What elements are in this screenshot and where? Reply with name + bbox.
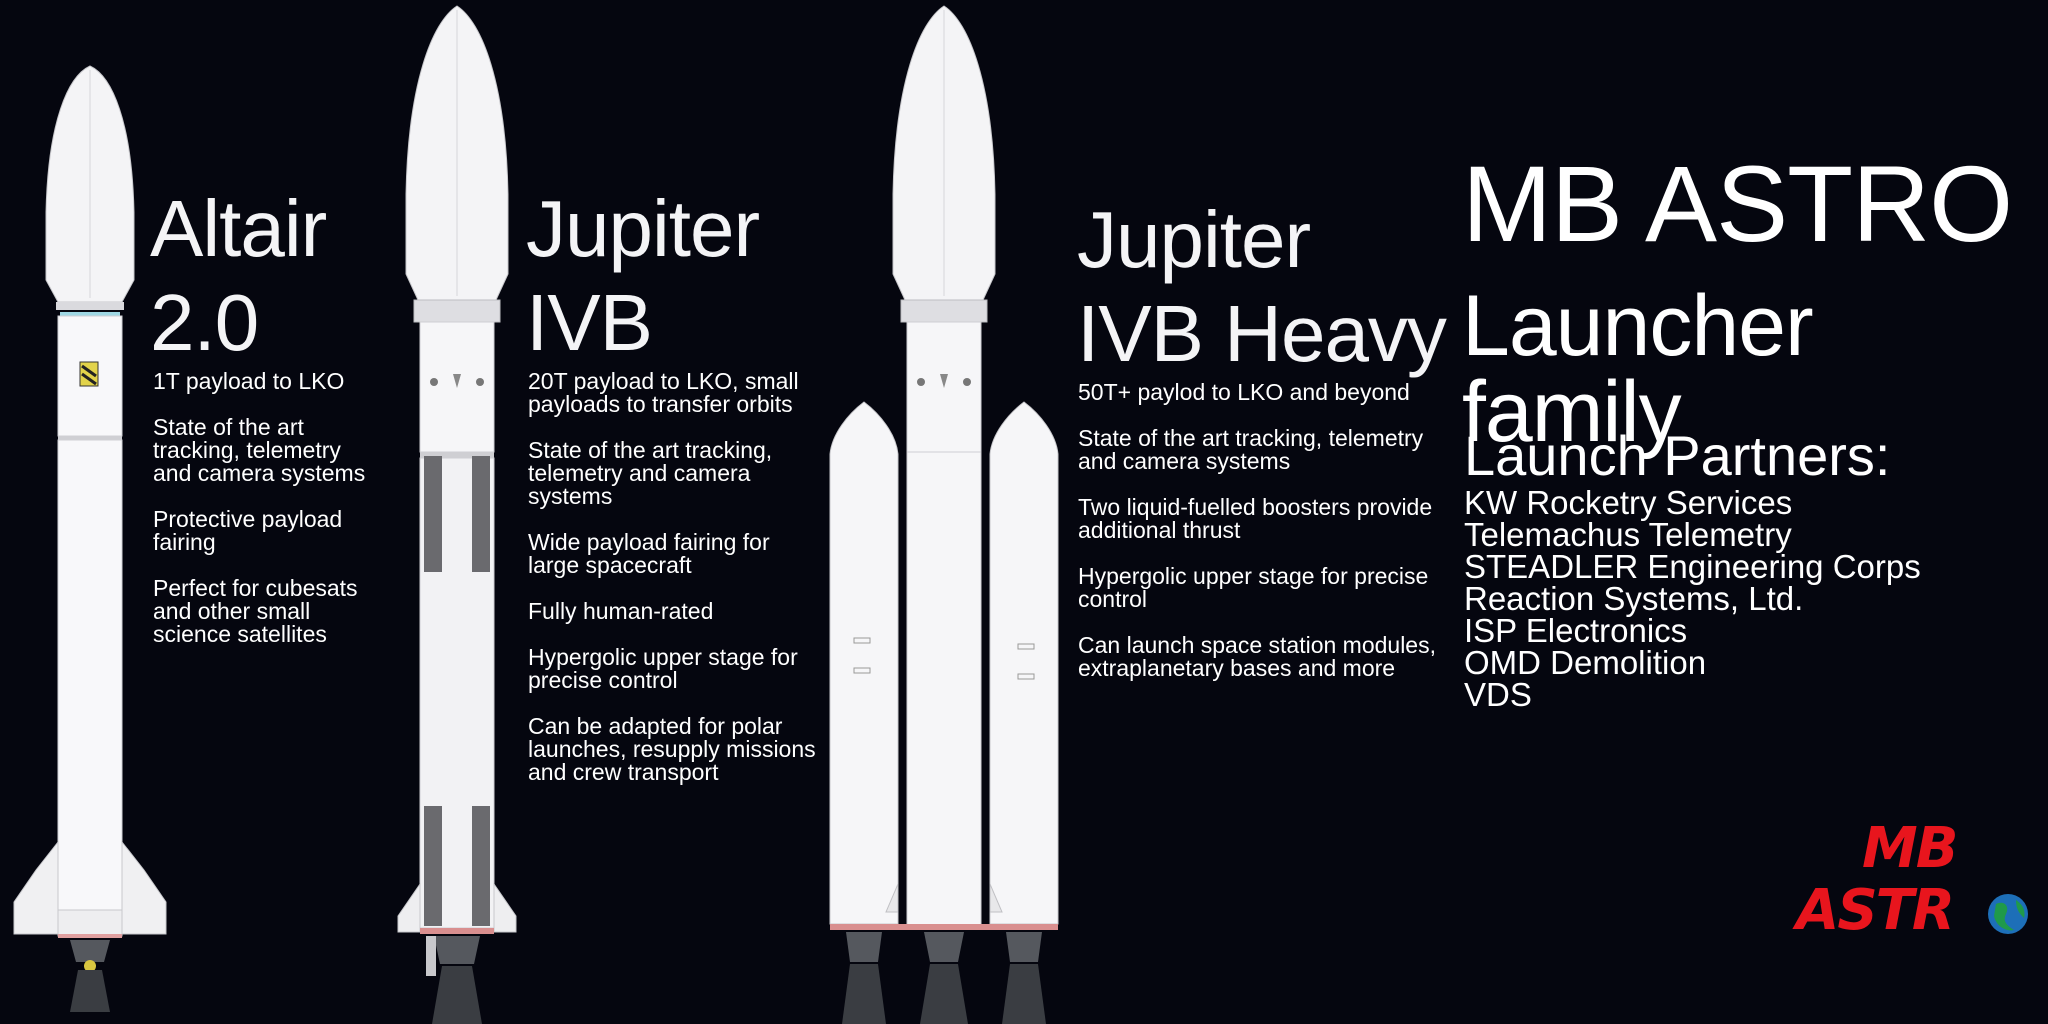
spec-item: Hypergolic upper stage for precise contr… (1078, 563, 1429, 612)
spec-item: State of the art tracking, telemetry and… (528, 437, 773, 509)
spec-item: 1T payload to LKO (153, 368, 345, 394)
spec-item: Perfect for cubesats and other small sci… (153, 575, 358, 647)
globe-icon (1988, 894, 2028, 934)
spec-item: Fully human-rated (528, 598, 714, 624)
rocket-jupiter-ivb-image (396, 4, 518, 1024)
rocket-jupiter-ivb-title: Jupiter IVB (526, 184, 760, 367)
partner-item: VDS (1464, 676, 1532, 713)
rocket-jupiter-ivb-heavy-image (818, 4, 1070, 1024)
rocket-jupiter-ivb-heavy-specs: 50T+ paylod to LKO and beyond State of t… (1078, 381, 1438, 703)
rocket-altair-image (8, 62, 172, 1012)
spec-item: Can be adapted for polar launches, resup… (528, 713, 816, 785)
partners-list: KW Rocketry Services Telemachus Telemetr… (1464, 484, 1921, 713)
spec-item: Can launch space station modules, extrap… (1078, 632, 1436, 681)
spec-item: 50T+ paylod to LKO and beyond (1078, 379, 1410, 405)
logo-line-1: MB (1862, 816, 1958, 881)
logo-line-2: ASTR (1796, 878, 1955, 943)
partner-item: Telemachus Telemetry (1464, 516, 1792, 553)
mb-astro-logo: MB ASTR (1790, 820, 2030, 950)
spec-item: Wide payload fairing for large spacecraf… (528, 529, 770, 578)
rocket-altair-title: Altair 2.0 (150, 184, 327, 367)
partner-item: ISP Electronics (1464, 612, 1688, 649)
spec-item: State of the art tracking, telemetry and… (153, 414, 366, 486)
spec-item: Two liquid-fuelled boosters provide addi… (1078, 494, 1433, 543)
partner-item: Reaction Systems, Ltd. (1464, 580, 1804, 617)
brand-title: MB ASTRO (1462, 143, 2013, 264)
spec-item: State of the art tracking, telemetry and… (1078, 425, 1424, 474)
partner-item: KW Rocketry Services (1464, 484, 1793, 521)
partners-heading: Launch Partners: (1464, 424, 1891, 487)
rocket-altair-specs: 1T payload to LKO State of the art track… (153, 370, 385, 669)
spec-item: Hypergolic upper stage for precise contr… (528, 644, 798, 693)
partner-item: STEADLER Engineering Corps (1464, 548, 1921, 585)
spec-item: 20T payload to LKO, small payloads to tr… (528, 368, 799, 417)
rocket-jupiter-ivb-specs: 20T payload to LKO, small payloads to tr… (528, 370, 818, 807)
rocket-jupiter-ivb-heavy-title: Jupiter IVB Heavy (1077, 195, 1447, 378)
partner-item: OMD Demolition (1464, 644, 1707, 681)
brand-subtitle: Launcher family (1462, 278, 1814, 460)
spec-item: Protective payload fairing (153, 506, 343, 555)
